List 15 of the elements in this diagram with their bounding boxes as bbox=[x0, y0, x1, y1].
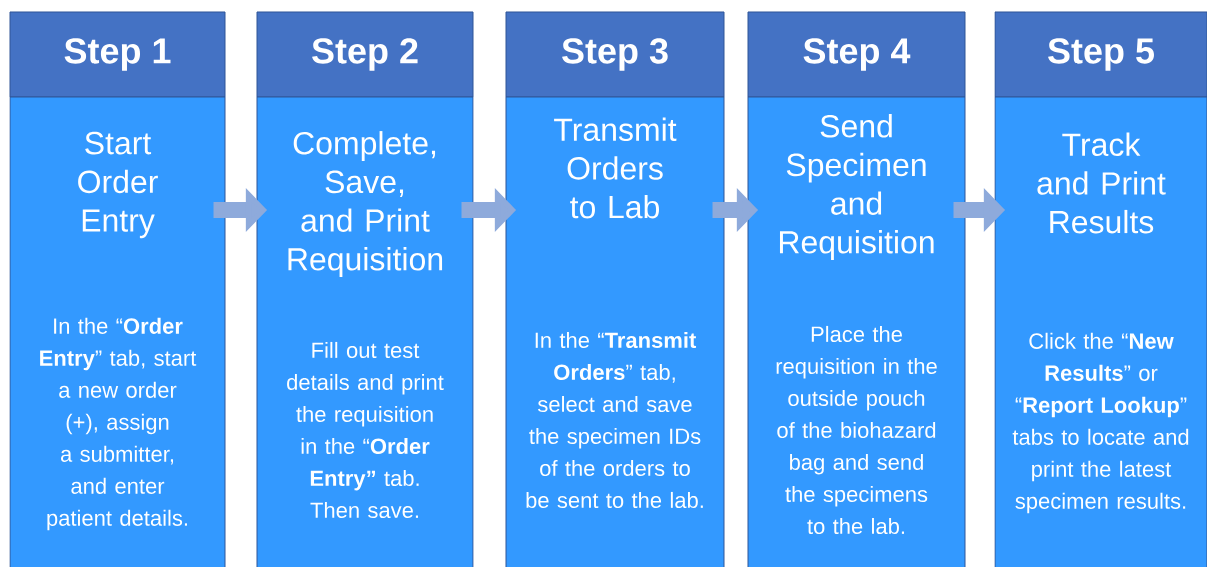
step-description: In the “Transmit Orders” tab, select and save the specimen IDs of the orders to be sent to the lab. bbox=[526, 331, 703, 509]
step-description: Fill out test details and print the requisition in the “Order Entry” tab. Then save. bbox=[287, 341, 444, 519]
step-title: Track and Print Results bbox=[1037, 132, 1166, 234]
step-description: Place the requisition in the outside pouch of the biohazard bag and send the specimens to the lab. bbox=[776, 325, 937, 535]
step-header: Step 2 bbox=[256, 11, 474, 98]
step-description: Click the “New Results” or “Report Lookup” tabs to locate and print the latest specimen results. bbox=[1012, 332, 1189, 514]
step-title: Send Specimen and Requisition bbox=[780, 114, 934, 260]
step-header: Step 4 bbox=[747, 11, 966, 98]
step-description: In the “Order Entry” tab, start a new order (+), assign a submitter, and enter patient details. bbox=[40, 317, 197, 531]
step-header: Step 5 bbox=[994, 11, 1207, 98]
step-title: Start Order Entry bbox=[78, 131, 158, 239]
step-header: Step 1 bbox=[9, 11, 226, 98]
step-title: Transmit Orders to Lab bbox=[554, 117, 677, 219]
step-header: Step 3 bbox=[505, 11, 725, 98]
step-title: Complete, Save, and Print Requisition bbox=[288, 131, 443, 277]
